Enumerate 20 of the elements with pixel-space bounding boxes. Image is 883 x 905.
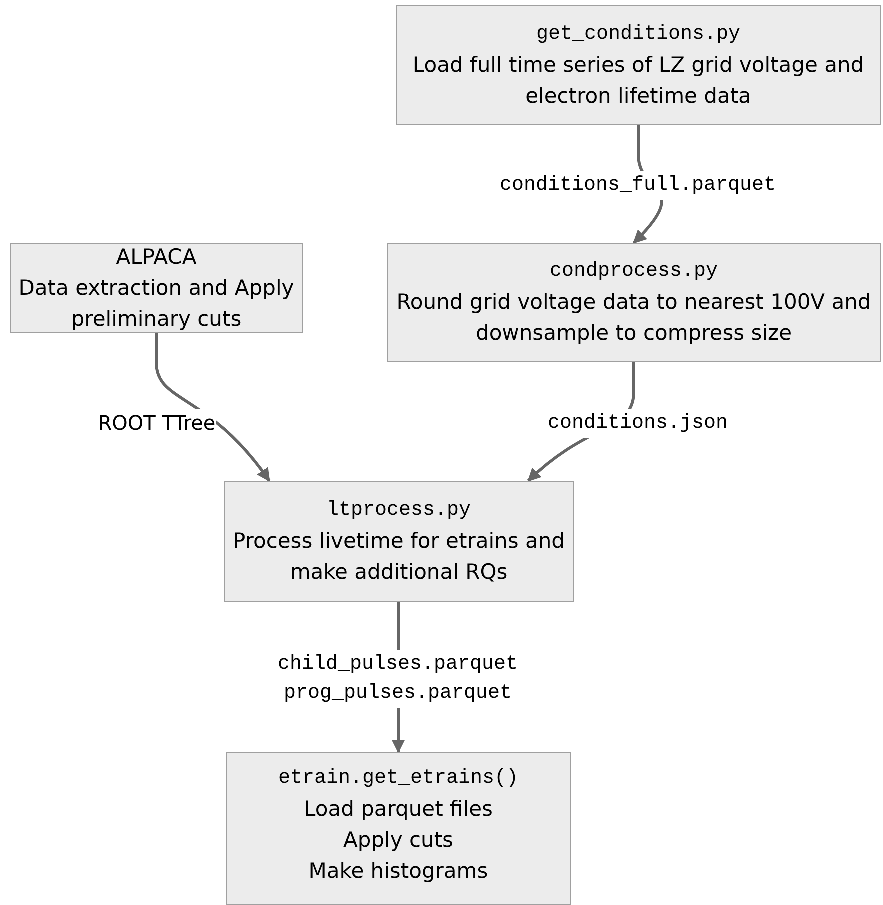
edge-label: conditions_full.parquet	[500, 170, 776, 200]
script-name: ltprocess.py	[326, 498, 472, 524]
node-title: ALPACA	[116, 244, 197, 270]
script-name: get_conditions.py	[536, 22, 741, 48]
script-name: etrain.get_etrains()	[278, 766, 519, 792]
script-name: condprocess.py	[550, 259, 718, 285]
node-description: Process livetime for etrains and make additional RQs	[232, 528, 566, 586]
node-description: Make histograms	[308, 858, 488, 885]
edge-label: conditions.json	[548, 408, 728, 438]
node-description: Load parquet files	[304, 796, 493, 823]
node-description: Data extraction and Apply preliminary cuts	[18, 274, 296, 332]
process-box	[10, 243, 303, 333]
node-description: Round grid voltage data to nearest 100V and downsample to compress size	[396, 289, 872, 347]
process-box	[226, 752, 571, 905]
process-box	[387, 243, 881, 362]
node-description: Load full time series of LZ grid voltage and electron lifetime data	[412, 52, 866, 110]
process-box	[224, 481, 574, 602]
arrow	[155, 333, 271, 482]
node-description: Apply cuts	[344, 827, 454, 854]
process-box	[396, 5, 881, 125]
